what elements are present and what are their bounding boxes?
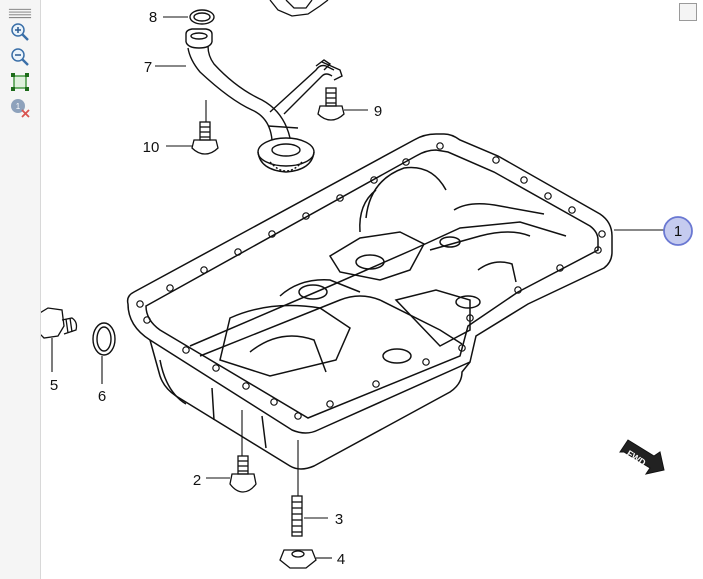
parts-diagram: FWD 1 2 3 4 5 6 7 8 9 10 [41,0,693,569]
callout-5-label[interactable]: 5 [50,377,58,394]
part-2-stud-bolt[interactable] [229,455,257,493]
callout-3-label[interactable]: 3 [335,511,343,528]
part-9-bolt[interactable] [317,87,345,121]
clear-selection-icon[interactable]: 1 [8,97,32,119]
callout-9-label[interactable]: 9 [374,103,382,120]
part-1-oil-pan[interactable] [126,133,613,470]
callout-1-label: 1 [674,223,682,240]
part-4-nut[interactable] [279,549,317,569]
part-3-stud[interactable] [291,495,303,537]
callout-8-label[interactable]: 8 [149,9,157,26]
callout-2-label[interactable]: 2 [193,472,201,489]
zoom-out-icon[interactable] [8,46,32,68]
leader-lines [51,16,664,559]
callout-6-label[interactable]: 6 [98,388,106,405]
fwd-arrow-icon: FWD [619,439,665,475]
part-10-bolt[interactable] [191,121,219,155]
partial-part-top [269,0,329,17]
part-8-o-ring[interactable] [189,9,215,25]
callout-10-label[interactable]: 10 [143,139,160,156]
zoom-in-icon[interactable] [8,21,32,43]
window-toggle-button[interactable] [679,3,697,21]
part-7-oil-strainer[interactable] [185,28,343,173]
part-6-gasket[interactable] [92,322,116,356]
menu-icon[interactable] [8,2,32,24]
svg-text:1: 1 [16,102,21,111]
part-5-drain-plug[interactable] [41,307,78,339]
fit-to-screen-icon[interactable] [8,71,32,93]
callout-7-label[interactable]: 7 [144,59,152,76]
viewer-toolbar: 1 [0,0,41,579]
callout-4-label[interactable]: 4 [337,551,345,568]
callout-1[interactable]: 1 [663,216,693,246]
